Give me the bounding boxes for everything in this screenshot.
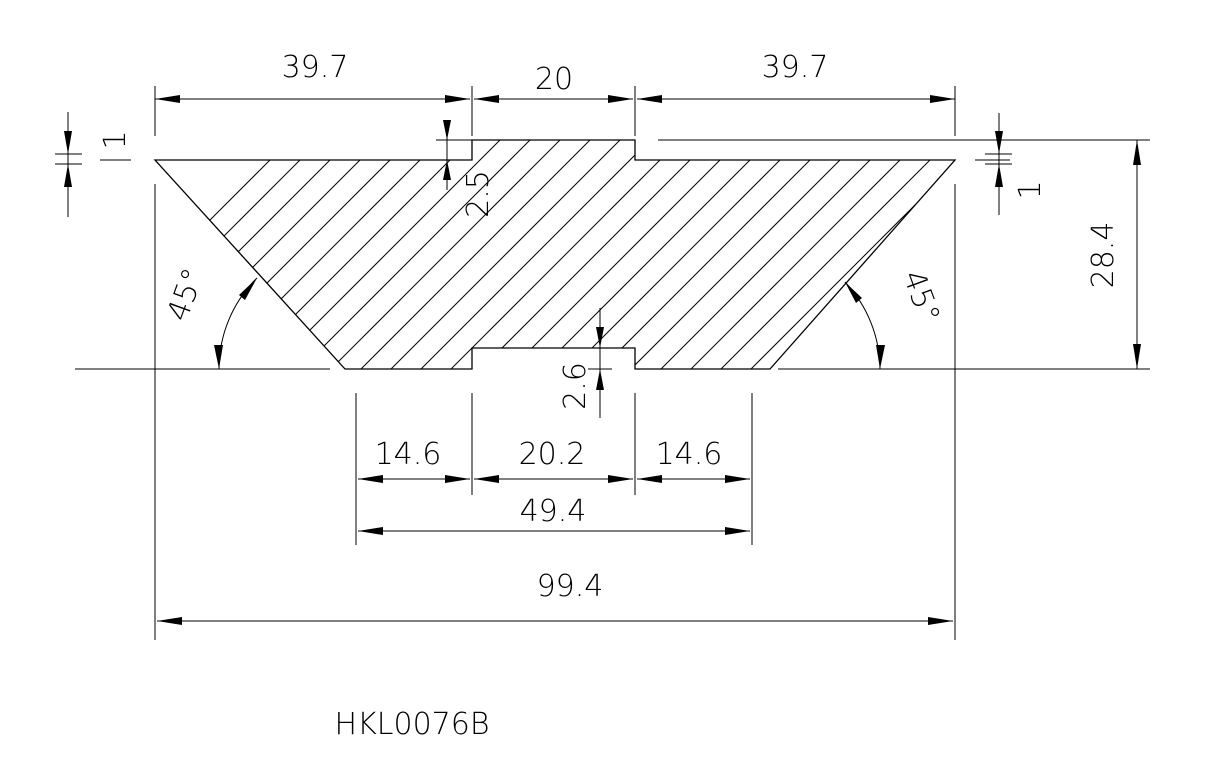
- dim-height-label: 28.4: [1086, 222, 1121, 289]
- hatch-line: [429, 140, 691, 369]
- dim-bottom-left-label: 14.6: [375, 437, 442, 472]
- dim-top-groove-label: 2.5: [461, 170, 496, 218]
- dim-top-left-label: 39.7: [282, 50, 349, 85]
- dim-overall: [157, 617, 953, 625]
- dim-top-groove: [436, 120, 472, 190]
- dim-bottom-segments: [358, 475, 750, 483]
- dim-lip-right: [985, 113, 1012, 215]
- dim-bottom-groove-label: 2.6: [558, 362, 593, 410]
- dim-bottom-center-label: 20.2: [519, 437, 586, 472]
- dim-lip-right-label: 1: [1013, 180, 1048, 199]
- hatch-line: [489, 140, 751, 369]
- hatch-line: [155, 140, 331, 369]
- hatch-line: [729, 140, 955, 369]
- profile-section: [153, 139, 957, 370]
- part-number: HKL0076B: [335, 707, 490, 742]
- dim-angle-left: [214, 277, 258, 370]
- dim-lip-left: [55, 112, 82, 217]
- dim-angle-right: [844, 281, 885, 370]
- hatch-line: [309, 140, 571, 369]
- dim-bottom-total: [358, 527, 750, 535]
- dim-top: [155, 95, 955, 103]
- dim-angle-left-label: 45°: [161, 264, 212, 326]
- hatch-line: [399, 140, 661, 369]
- hatch-line: [819, 140, 955, 369]
- dim-top-right-label: 39.7: [762, 50, 829, 85]
- hatch-pattern: [155, 140, 955, 369]
- hatch-line: [909, 140, 955, 369]
- hatch-line: [759, 140, 955, 369]
- hatch-line: [155, 140, 391, 369]
- hatch-line: [155, 140, 361, 369]
- hatch-line: [339, 140, 601, 369]
- dim-bottom-right-label: 14.6: [656, 437, 723, 472]
- hatch-line: [159, 140, 421, 369]
- hatch-line: [669, 140, 931, 369]
- dim-lip-left-label: 1: [98, 130, 133, 149]
- dim-overall-label: 99.4: [537, 569, 604, 604]
- hatch-line: [639, 140, 901, 369]
- dim-top-center-label: 20: [535, 62, 573, 97]
- extension-lines: [75, 86, 1150, 640]
- dim-bottom-total-label: 49.4: [520, 494, 587, 529]
- hatch-line: [369, 140, 631, 369]
- hatch-line: [939, 140, 955, 369]
- hatch-line: [789, 140, 955, 369]
- dim-bottom-groove: [588, 308, 635, 418]
- hatch-line: [549, 140, 811, 369]
- hatch-line: [219, 140, 481, 369]
- dim-height: [1133, 140, 1141, 369]
- hatch-line: [849, 140, 955, 369]
- hatch-line: [249, 140, 511, 369]
- hatch-line: [519, 140, 781, 369]
- hatch-line: [155, 140, 301, 369]
- hatch-line: [189, 140, 451, 369]
- dim-angle-right-label: 45°: [895, 266, 946, 328]
- hatch-line: [279, 140, 541, 369]
- hatch-line: [699, 140, 955, 369]
- hatch-line: [579, 140, 841, 369]
- hatch-line: [459, 140, 721, 369]
- hatch-line: [609, 140, 871, 369]
